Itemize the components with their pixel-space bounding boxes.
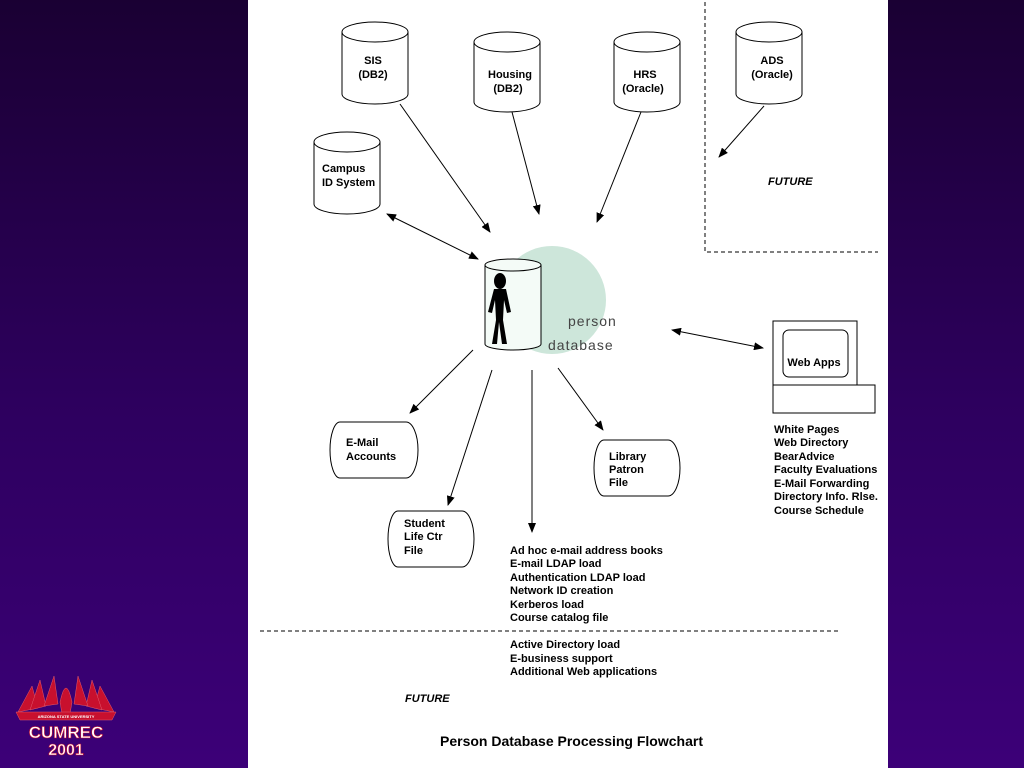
housing-database: Housing (DB2) (473, 31, 541, 113)
library-label-3: File (609, 477, 628, 489)
housing-label-1: Housing (488, 69, 532, 81)
sis-label-2: (DB2) (358, 69, 388, 81)
person-database: person database (484, 246, 617, 354)
arrow-to-library (557, 367, 604, 431)
web-apps-label: Web Apps (787, 357, 840, 369)
web-apps-list: White Pages Web Directory BearAdvice Fac… (774, 424, 878, 517)
phoenix-icon (15, 675, 117, 721)
web-app-item: Directory Info. Rlse. (774, 491, 878, 503)
person-database-word-1: person (568, 313, 617, 329)
arrow-to-email-accounts (409, 349, 474, 414)
student-life-label-1: Student (404, 518, 445, 530)
email-accounts-label-1: E-Mail (346, 437, 378, 449)
arrow-hrs-to-person (596, 111, 642, 223)
student-life-label-2: Life Ctr (404, 531, 443, 543)
campus-id-label-2: ID System (322, 177, 375, 189)
web-app-item: Web Directory (774, 437, 849, 449)
sis-database: SIS (DB2) (341, 21, 409, 105)
future-outputs-list: Active Directory load E-business support… (510, 639, 657, 678)
arrow-housing-to-person (511, 111, 541, 215)
email-accounts-label-2: Accounts (346, 451, 396, 463)
person-figure-icon (488, 273, 511, 344)
housing-label-2: (DB2) (493, 83, 523, 95)
hrs-label-1: HRS (633, 69, 656, 81)
future-output-item: Active Directory load (510, 639, 620, 651)
web-app-item: Faculty Evaluations (774, 464, 877, 476)
student-life-file: Student Life Ctr File (387, 510, 475, 568)
diagram-title: Person Database Processing Flowchart (440, 733, 703, 749)
web-app-item: E-Mail Forwarding (774, 478, 869, 490)
ads-label-1: ADS (760, 55, 783, 67)
library-patron-file: Library Patron File (593, 439, 681, 497)
student-life-label-3: File (404, 545, 423, 557)
web-app-item: BearAdvice (774, 451, 835, 463)
output-item: Network ID creation (510, 585, 614, 597)
arrow-ads-future (718, 105, 765, 158)
output-item: Course catalog file (510, 612, 608, 624)
future-label-top: FUTURE (768, 176, 813, 188)
campus-id-database: Campus ID System (313, 131, 381, 215)
output-item: Kerberos load (510, 599, 584, 611)
arrow-sis-to-person (399, 103, 491, 233)
output-item: E-mail LDAP load (510, 558, 601, 570)
future-output-item: Additional Web applications (510, 666, 657, 678)
arrow-campus-id-bidirectional (386, 213, 479, 260)
ads-label-2: (Oracle) (751, 69, 793, 81)
future-region-border (704, 2, 878, 253)
future-output-item: E-business support (510, 653, 613, 665)
library-label-1: Library (609, 451, 647, 463)
logo-line-1: CUMREC (29, 723, 104, 742)
library-label-2: Patron (609, 464, 644, 476)
cumrec-2001-logo: ARIZONA STATE UNIVERSITY CUMREC 2001 (15, 675, 117, 759)
outputs-list: Ad hoc e-mail address books E-mail LDAP … (510, 545, 663, 624)
logo-arc-text: ARIZONA STATE UNIVERSITY (38, 714, 95, 719)
output-item: Authentication LDAP load (510, 572, 645, 584)
arrow-web-apps-bidirectional (671, 327, 764, 351)
ads-database: ADS (Oracle) (735, 21, 803, 105)
web-app-item: Course Schedule (774, 505, 864, 517)
person-database-word-2: database (548, 337, 614, 353)
sis-label-1: SIS (364, 55, 382, 67)
hrs-database: HRS (Oracle) (613, 31, 681, 113)
logo-line-2: 2001 (48, 742, 84, 759)
web-apps-computer: Web Apps (772, 320, 876, 414)
future-label-bottom: FUTURE (405, 693, 450, 705)
email-accounts-file: E-Mail Accounts (329, 421, 419, 479)
web-app-item: White Pages (774, 424, 839, 436)
campus-id-label-1: Campus (322, 163, 365, 175)
output-item: Ad hoc e-mail address books (510, 545, 663, 557)
arrow-to-student-life (446, 369, 493, 506)
hrs-label-2: (Oracle) (622, 83, 664, 95)
